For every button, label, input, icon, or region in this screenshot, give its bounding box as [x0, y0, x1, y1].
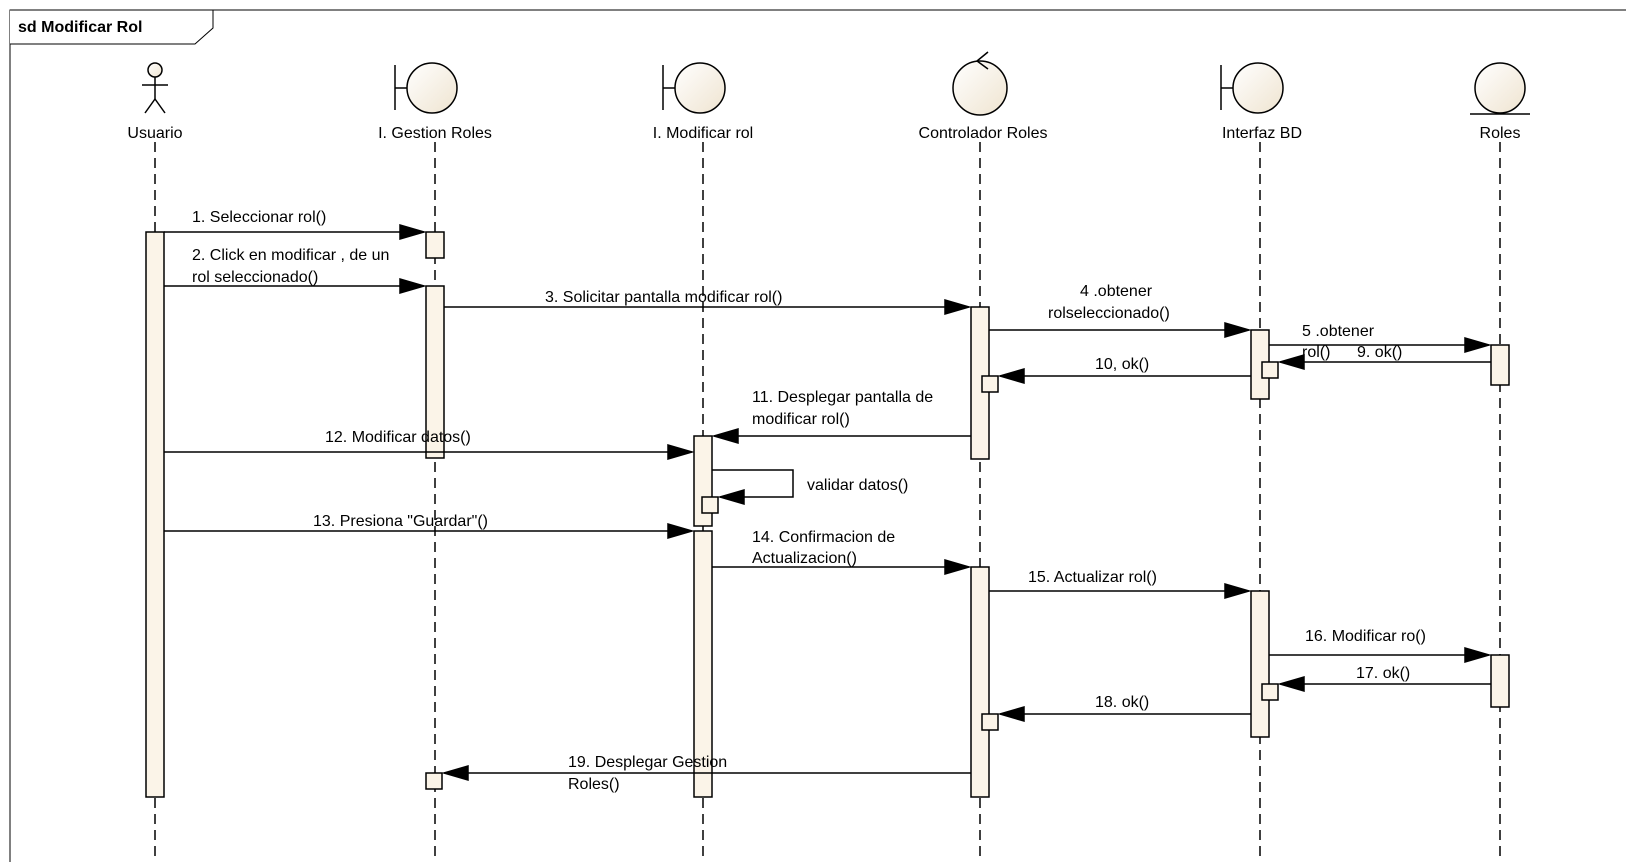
arrowhead [441, 765, 469, 781]
participant-name: I. Modificar rol [653, 125, 753, 142]
message-label: 12. Modificar datos() [325, 429, 471, 446]
participant-name: Interfaz BD [1222, 125, 1302, 142]
participant-modificar [662, 62, 726, 114]
arrowhead [667, 523, 695, 539]
self-message-arrow [712, 469, 794, 498]
activation-bar [1490, 344, 1510, 386]
boundary-icon [674, 62, 726, 114]
participant-usuario [142, 62, 168, 114]
arrowhead [1224, 322, 1252, 338]
arrowhead [997, 706, 1025, 722]
message-label: 3. Solicitar pantalla modificar rol() [545, 289, 782, 306]
message-label: rol() [1302, 344, 1330, 361]
message-labels: 1. Seleccionar rol() 2. Click en modific… [192, 209, 1426, 793]
message-label: 17. ok() [1356, 665, 1410, 682]
message-label: 4 .obtener [1080, 283, 1153, 300]
frame-title-tab [10, 9, 214, 45]
message-label: 19. Desplegar Gestion [568, 754, 727, 771]
return-box [425, 772, 443, 790]
return-box [981, 375, 999, 393]
message-label: 2. Click en modificar , de un [192, 247, 389, 264]
activation-bar [1490, 654, 1510, 708]
arrowhead [717, 489, 745, 505]
frame-title: sd Modificar Rol [18, 19, 142, 36]
message-label: modificar rol() [752, 411, 850, 428]
participant-roles [1470, 62, 1530, 115]
message-label: 9. ok() [1357, 344, 1402, 361]
return-box [981, 713, 999, 731]
participant-names: Usuario I. Gestion Roles I. Modificar ro… [127, 125, 1520, 142]
activation-bar [693, 530, 713, 798]
participant-name: Usuario [127, 125, 182, 142]
arrowhead [944, 559, 972, 575]
return-box [1261, 361, 1279, 379]
boundary-icon [1232, 62, 1284, 114]
actor-leg-right [154, 98, 166, 114]
arrowhead [711, 428, 739, 444]
message-label: Roles() [568, 776, 620, 793]
message-label: validar datos() [807, 477, 908, 494]
arrowhead [667, 444, 695, 460]
arrowhead [1464, 647, 1492, 663]
frame: sd Modificar Rol [9, 9, 1626, 862]
control-icon [952, 60, 1008, 116]
activation-bar [425, 231, 445, 259]
message-label: rolseleccionado() [1048, 305, 1170, 322]
participant-name: Controlador Roles [919, 125, 1048, 142]
message-lines [164, 224, 1492, 781]
participant-interfaz [1220, 62, 1284, 114]
activation-bar [145, 231, 165, 798]
arrowhead [399, 224, 427, 240]
arrowhead [1277, 354, 1305, 370]
boundary-icon [406, 62, 458, 114]
message-label: 5 .obtener [1302, 323, 1375, 340]
arrowhead [1464, 337, 1492, 353]
participant-controlador [952, 51, 1008, 116]
control-icon-arrow [975, 51, 989, 70]
activation-bar [1250, 590, 1270, 738]
message-label: 10, ok() [1095, 356, 1149, 373]
participant-name: I. Gestion Roles [378, 125, 492, 142]
activation-bar [425, 285, 445, 459]
message-label: 16. Modificar ro() [1305, 628, 1426, 645]
message-label: 11. Desplegar pantalla de [752, 389, 933, 406]
message-label: 1. Seleccionar rol() [192, 209, 326, 226]
message-label: 13. Presiona "Guardar"() [313, 513, 488, 530]
entity-icon [1474, 62, 1526, 114]
actor-icon [147, 62, 163, 78]
participant-gestion [394, 62, 458, 114]
return-box [701, 496, 719, 514]
arrowhead [997, 368, 1025, 384]
message-label: Actualizacion() [752, 550, 857, 567]
activations [145, 231, 1510, 798]
activation-bar [970, 566, 990, 798]
message-label: 14. Confirmacion de [752, 529, 895, 546]
arrowhead [944, 299, 972, 315]
arrowhead [1277, 676, 1305, 692]
message-label: rol seleccionado() [192, 269, 318, 286]
arrowhead [399, 278, 427, 294]
frame-border [9, 9, 1626, 862]
message-label: 18. ok() [1095, 694, 1149, 711]
message-label: 15. Actualizar rol() [1028, 569, 1157, 586]
participant-name: Roles [1480, 125, 1521, 142]
actor-leg-left [144, 98, 156, 114]
arrowhead [1224, 583, 1252, 599]
return-box [1261, 683, 1279, 701]
